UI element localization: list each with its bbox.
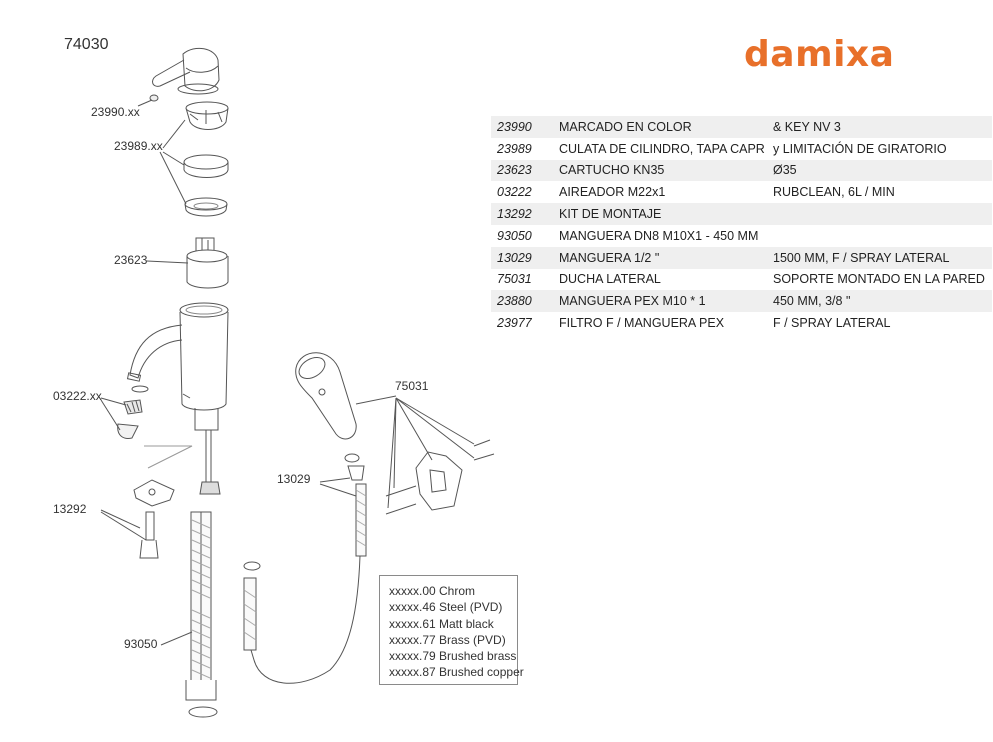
table-row: 93050 MANGUERA DN8 M10X1 - 450 MM bbox=[491, 225, 992, 247]
finish-item: xxxxx.00 Chrom bbox=[389, 584, 476, 598]
model-number: 74030 bbox=[64, 36, 109, 53]
part-code: 23623 bbox=[491, 159, 553, 182]
callout-75031: 75031 bbox=[395, 379, 429, 393]
part-code: 23977 bbox=[497, 316, 532, 331]
callout-23623: 23623 bbox=[114, 253, 148, 267]
table-row: 23989 CULATA DE CILINDRO, TAPA CAPR y LIMI… bbox=[491, 138, 992, 160]
callout-93050: 93050 bbox=[124, 637, 158, 651]
part-description: KIT DE MONTAJE bbox=[553, 203, 767, 225]
finish-item: xxxxx.61 Matt black bbox=[389, 616, 494, 631]
part-code: 23989 bbox=[497, 141, 532, 156]
part-note bbox=[767, 225, 992, 247]
mounting-kit bbox=[133, 445, 193, 559]
part-note: F / SPRAY LATERAL bbox=[773, 316, 891, 331]
part-description: MANGUERA PEX M10 * 1 bbox=[553, 290, 767, 313]
part-note: 450 MM, 3/8 " bbox=[767, 290, 992, 313]
part-description: CARTUCHO KN35 bbox=[553, 159, 767, 182]
part-code: 13029 bbox=[491, 246, 553, 269]
part-note: RUBCLEAN, 6L / MIN bbox=[773, 185, 895, 200]
part-code: 13292 bbox=[491, 203, 553, 225]
finish-legend: xxxxx.00 Chrom xxxxx.46 Steel (PVD) xxxx… bbox=[379, 575, 524, 685]
brand-logo: damixa bbox=[744, 34, 895, 75]
cartridge bbox=[186, 237, 229, 289]
part-description: MARCADO EN COLOR bbox=[553, 116, 767, 138]
callout-13292: 13292 bbox=[53, 502, 87, 516]
handle-lever bbox=[152, 47, 220, 95]
part-code: 23990 bbox=[491, 116, 553, 138]
faucet-body bbox=[126, 302, 229, 495]
part-description: DUCHA LATERAL bbox=[559, 272, 661, 287]
part-note: & KEY NV 3 bbox=[767, 116, 992, 138]
wall-bracket bbox=[385, 439, 495, 515]
part-note: SOPORTE MONTADO EN LA PARED bbox=[773, 272, 985, 287]
part-note bbox=[767, 203, 992, 225]
finish-item: xxxxx.79 Brushed brass bbox=[389, 649, 517, 664]
callout-23989: 23989.xx bbox=[114, 139, 163, 153]
part-code: 93050 bbox=[497, 228, 532, 243]
table-row: 03222 AIREADOR M22x1 RUBCLEAN, 6L / MIN bbox=[491, 181, 992, 203]
callout-13029: 13029 bbox=[277, 472, 311, 486]
aerator-parts bbox=[117, 385, 149, 439]
part-description: MANGUERA 1/2 " bbox=[553, 246, 767, 269]
table-row: 75031 DUCHA LATERAL SOPORTE MONTADO EN LA … bbox=[491, 269, 992, 291]
callout-03222: 03222.xx bbox=[53, 389, 102, 403]
part-description: FILTRO F / MANGUERA PEX bbox=[559, 316, 725, 331]
cylinder-cap-parts bbox=[183, 101, 229, 217]
side-spray-handle bbox=[295, 352, 357, 440]
part-note: Ø35 bbox=[767, 159, 992, 182]
finish-item: xxxxx.46 Steel (PVD) bbox=[389, 600, 503, 615]
part-code: 03222 bbox=[497, 185, 532, 200]
supply-hoses bbox=[185, 511, 218, 718]
callout-23990: 23990.xx bbox=[91, 105, 140, 119]
part-note: y LIMITACIÓN DE GIRATORIO bbox=[773, 141, 947, 156]
part-description: CULATA DE CILINDRO, TAPA CAPR bbox=[559, 141, 765, 156]
spray-hose bbox=[243, 453, 367, 684]
part-description: MANGUERA DN8 M10X1 - 450 MM bbox=[559, 228, 759, 243]
part-note: 1500 MM, F / SPRAY LATERAL bbox=[767, 246, 992, 269]
part-description: AIREADOR M22x1 bbox=[559, 185, 666, 200]
finish-item: xxxxx.77 Brass (PVD) bbox=[389, 632, 506, 647]
table-row: 23977 FILTRO F / MANGUERA PEX F / SPRAY LA… bbox=[491, 312, 992, 334]
set-screw bbox=[137, 94, 159, 107]
part-code: 23880 bbox=[491, 290, 553, 313]
part-code: 75031 bbox=[497, 272, 532, 287]
finish-item: xxxxx.87 Brushed copper bbox=[389, 665, 524, 680]
